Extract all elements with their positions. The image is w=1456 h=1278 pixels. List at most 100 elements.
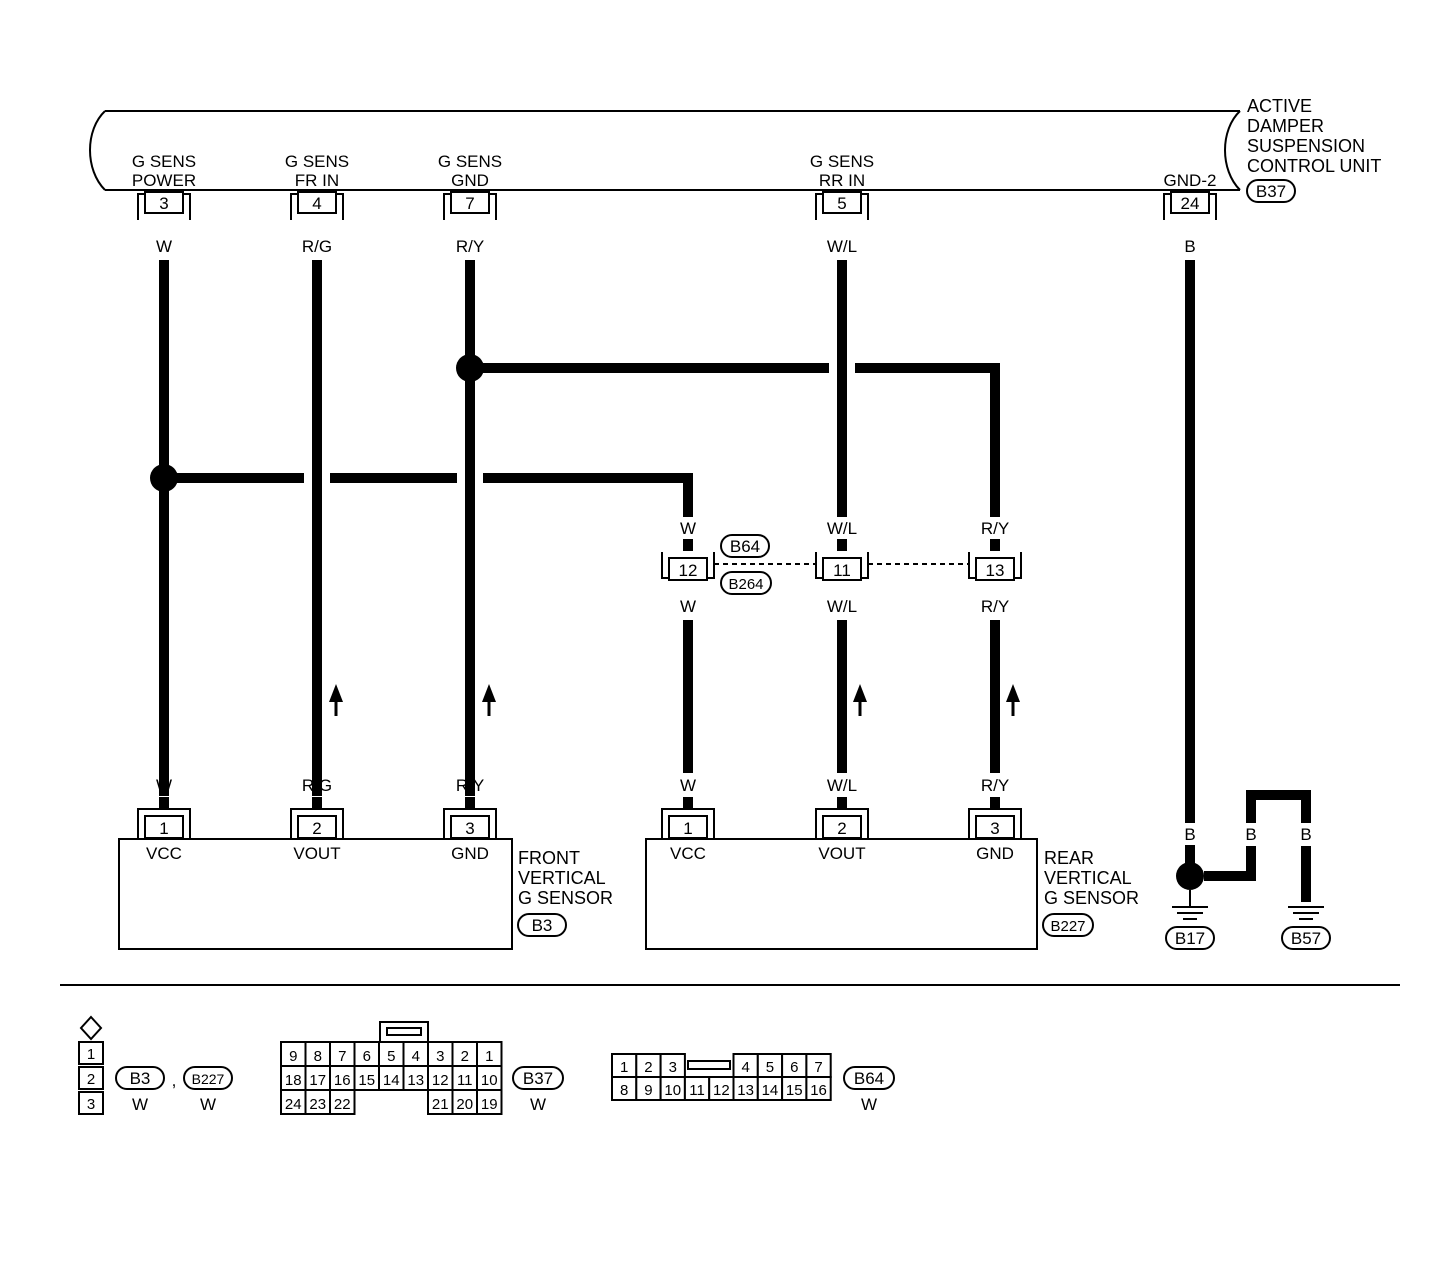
joint-pin-13: 13 [968,552,1022,581]
svg-text:VERTICAL: VERTICAL [518,868,606,888]
front-sensor-pin-2: 2 [290,808,344,839]
wire-color-label: R/G [302,237,332,256]
connector-pin-cell [476,1065,503,1091]
control-unit-name-line: ACTIVE [1247,96,1312,116]
control-unit-connector-label: B37 [1246,179,1296,203]
connector-pin-number: 19 [481,1096,498,1113]
connector-pin-number: 6 [363,1048,371,1065]
svg-text:FRONT: FRONT [518,848,580,868]
connector-pin-number: 3 [436,1048,444,1065]
control-unit-name-line: CONTROL UNIT [1247,156,1381,176]
rear-sensor-name: REAR VERTICAL G SENSOR [1044,848,1139,908]
wire-color-label: B [1300,825,1311,844]
svg-text:B3: B3 [130,1069,151,1088]
connector-pin-number: 4 [741,1059,749,1076]
svg-text:11: 11 [833,561,851,580]
svg-text:3: 3 [465,819,474,838]
connector-pin-number: 9 [644,1082,652,1099]
svg-text:W: W [200,1095,216,1114]
svg-text:G SENS: G SENS [810,152,874,171]
svg-text:B37: B37 [1256,182,1286,201]
connector-pin-number: 8 [314,1048,322,1065]
svg-text:2: 2 [837,819,846,838]
ecu-terminal-g-sens-rr-in: G SENS RR IN [810,152,874,190]
wire-color-label: W/L [827,776,857,795]
front-sensor-connector-label: B3 [517,913,567,937]
svg-text:G SENS: G SENS [438,152,502,171]
wire-color-label: W/L [827,519,857,538]
wire-color-label: R/Y [981,519,1009,538]
connector-pin-number: 23 [309,1096,326,1113]
wire-color-label: W [156,776,172,795]
svg-text:B64: B64 [730,537,760,556]
connector-pin-number: 3 [669,1059,677,1076]
control-unit-name: ACTIVE DAMPER SUSPENSION CONTROL UNIT [1247,96,1381,176]
joint-pin-11: 11 [815,552,869,581]
svg-text:2: 2 [87,1071,95,1088]
svg-text:13: 13 [986,561,1005,580]
wire-color-label: R/Y [456,776,484,795]
ecu-pin-4: 4 [290,191,344,220]
connector-pin-cell [476,1089,503,1115]
svg-text:B37: B37 [523,1069,553,1088]
ecu-terminal-gnd-2: GND-2 [1164,171,1217,190]
svg-text:POWER: POWER [132,171,196,190]
svg-text:5: 5 [837,194,846,213]
svg-text:12: 12 [679,561,698,580]
connector-pin-cell [304,1089,331,1115]
connector-pin-cell [805,1076,832,1101]
wire-color-label: R/Y [981,597,1009,616]
wire-color-label: W [680,776,696,795]
connector-pin-number: 4 [412,1048,420,1065]
connector-pin-cell [329,1089,356,1115]
splice-point [456,354,484,382]
front-sensor-terminal-name: GND [451,844,489,863]
connector-pin-number: 12 [432,1072,449,1089]
connector-pin-number: 7 [814,1059,822,1076]
connector-pin-number: 2 [644,1059,652,1076]
wire-color-label: W [680,597,696,616]
wire-color-label: R/Y [981,776,1009,795]
svg-text:1: 1 [683,819,692,838]
connector-pin-cell [402,1065,429,1091]
ecu-pin-7: 7 [443,191,497,220]
svg-text:G SENSOR: G SENSOR [1044,888,1139,908]
svg-text:B64: B64 [854,1069,884,1088]
wire-color-label: W/L [827,597,857,616]
connector-pin-cell [304,1065,331,1091]
svg-text:24: 24 [1181,194,1200,213]
connector-pin-number: 7 [338,1048,346,1065]
ecu-pin-24: 24 [1163,191,1217,220]
svg-text:W: W [132,1095,148,1114]
connector-pin-number: 14 [383,1072,400,1089]
splice-point [150,464,178,492]
svg-text:1: 1 [159,819,168,838]
control-unit-band [89,110,1241,191]
wire-color-label: R/G [302,776,332,795]
connector-pin-cell [427,1089,454,1115]
svg-text:B17: B17 [1175,929,1205,948]
svg-text:RR IN: RR IN [819,171,865,190]
connector-pin-number: 6 [790,1059,798,1076]
front-sensor-name: FRONT VERTICAL G SENSOR [518,848,613,908]
connector-pin-number: 20 [456,1096,473,1113]
wire-color-label: W [680,519,696,538]
wire-color-label: B [1245,825,1256,844]
svg-text:GND-2: GND-2 [1164,171,1217,190]
svg-text:3: 3 [159,194,168,213]
rear-sensor-pin-3: 3 [968,808,1022,839]
front-sensor-terminal-name: VCC [146,844,182,863]
connector-pin-number: 1 [485,1048,493,1065]
connector-pin-number: 16 [810,1082,827,1099]
wire-color-label: R/Y [456,237,484,256]
connector-pin-number: 13 [407,1072,424,1089]
ground-point-label-b17: B17 [1165,926,1215,950]
ground-symbol-icon [1172,906,1208,920]
connector-pin-number: 18 [285,1072,302,1089]
front-sensor-terminal-name: VOUT [293,844,340,863]
joint-connector-label-b264: B264 [720,571,772,595]
arrow-up-icon [853,684,867,716]
svg-text:B57: B57 [1291,929,1321,948]
arrow-up-icon [329,684,343,716]
